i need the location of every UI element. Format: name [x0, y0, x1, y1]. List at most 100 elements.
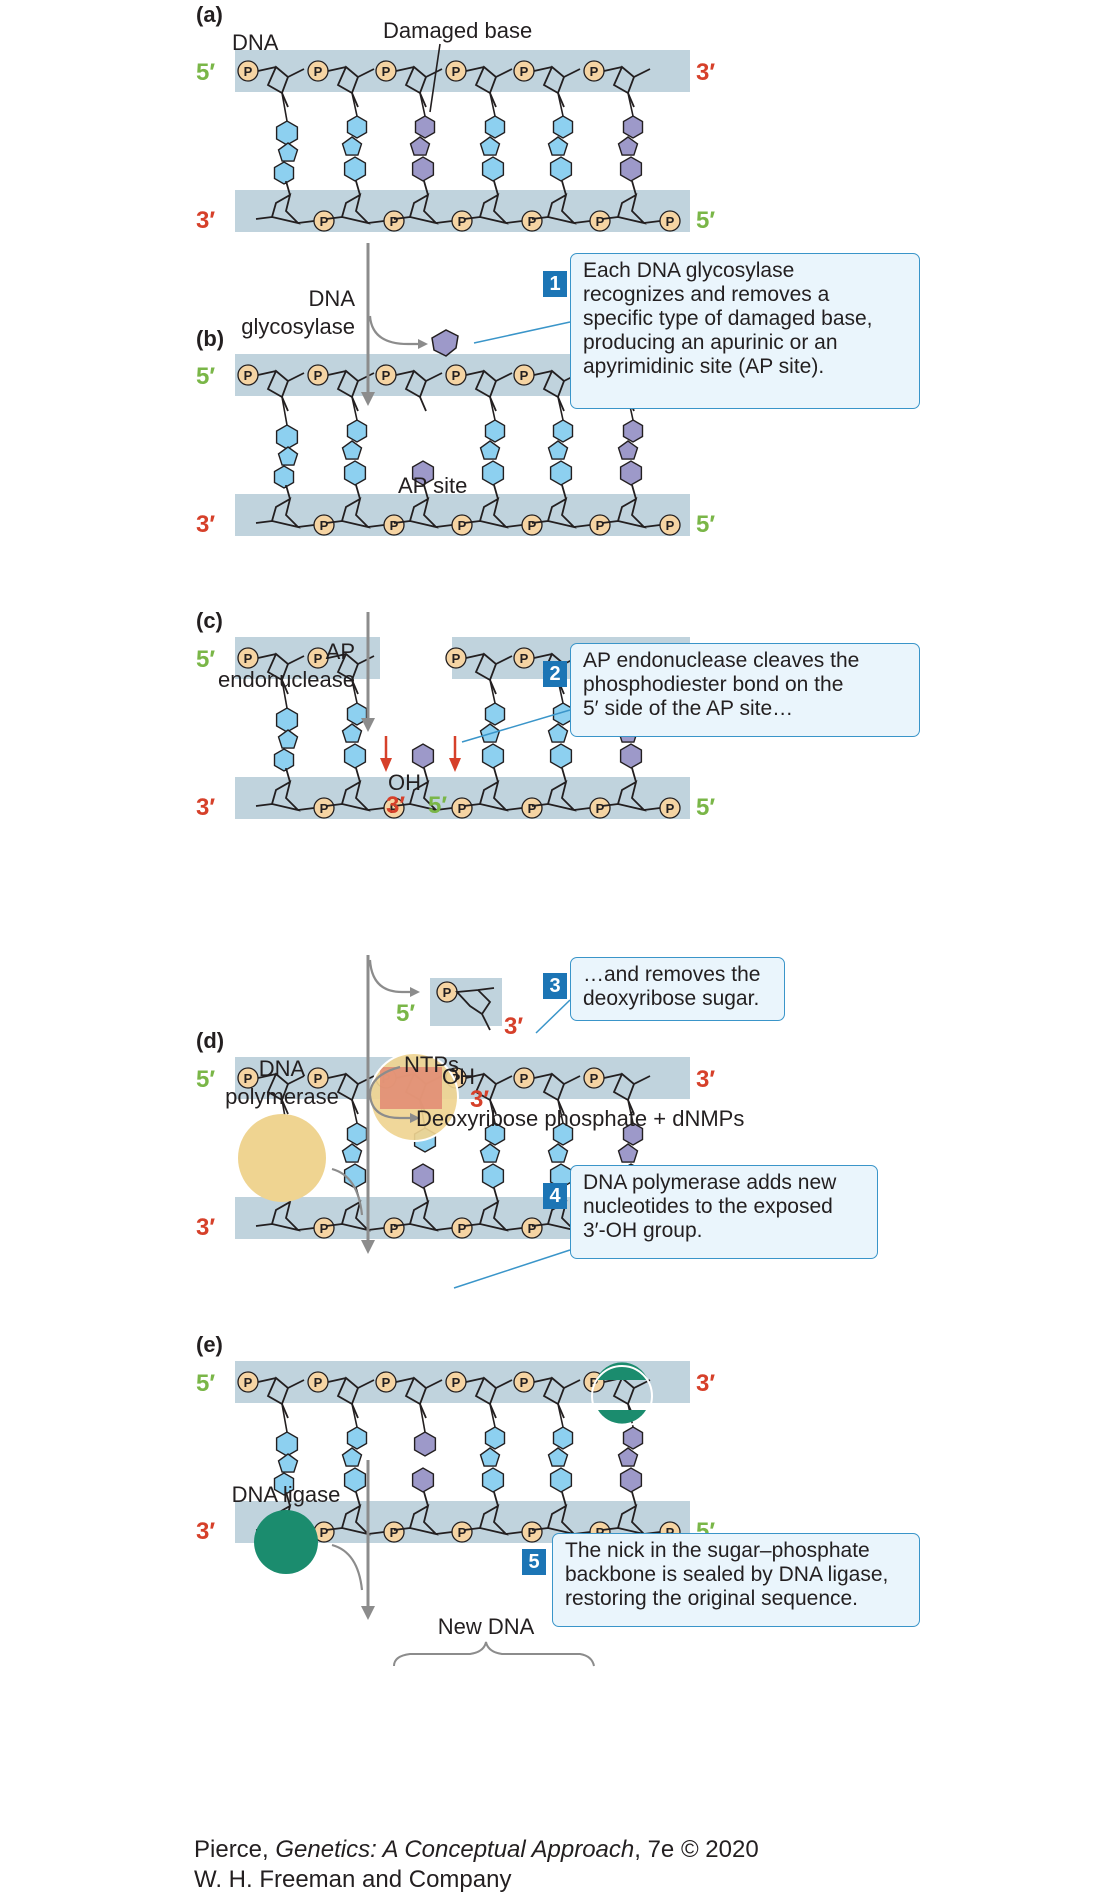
- phosphate-label: P: [520, 651, 529, 666]
- panel-label-e: (e): [196, 1332, 223, 1357]
- purine-base-top-ring: [547, 1143, 569, 1163]
- purine-base-top-ring: [409, 136, 431, 156]
- ntps-in-arrow: [368, 1065, 410, 1120]
- five-prime-end-bottom: 5′: [696, 511, 715, 538]
- ligase-outline: [591, 1365, 653, 1427]
- glycosylase-label-line2: glycosylase: [241, 314, 355, 339]
- deoxyribose-sugar: [463, 1187, 523, 1232]
- purine-base-top: [552, 1426, 574, 1450]
- phosphate-label: P: [320, 1525, 329, 1540]
- deoxyribose-sugar: [325, 180, 385, 225]
- ligase-on-dna-bottom: [598, 1410, 646, 1424]
- glycosidic-bond: [489, 396, 496, 421]
- glycosidic-bond: [489, 1403, 496, 1428]
- phosphate-label: P: [528, 801, 537, 816]
- pyrimidine-base-top: [275, 120, 299, 146]
- phosphate-label: P: [452, 1071, 461, 1086]
- three-prime-end-bottom: 3′: [196, 1214, 215, 1241]
- phosphate-label: P: [320, 801, 329, 816]
- phosphate-label: P: [596, 214, 605, 229]
- glycosidic-bond: [557, 396, 564, 421]
- purine-base-top: [552, 115, 574, 139]
- phosphate-label: P: [528, 214, 537, 229]
- dna-label: DNA: [232, 30, 279, 55]
- deoxyribose-sugar: [531, 767, 591, 812]
- purine-base-top: [346, 115, 368, 139]
- diagram-text: 5′3′3′5′5′3′3′5′5′3′3′5′5′3′3′5′5′3′3′5′…: [196, 2, 744, 1639]
- deoxyribose-sugar: [325, 1187, 385, 1232]
- deoxyribose-sugar: [601, 180, 661, 225]
- phosphate-label: P: [458, 214, 467, 229]
- pyrimidine-base-top: [275, 707, 299, 733]
- glycosidic-bond: [351, 396, 358, 421]
- damaged-base-pointer: [429, 43, 441, 113]
- phosphate-label: P: [528, 518, 537, 533]
- phosphate-label: P: [520, 1375, 529, 1390]
- pyrimidine-base-top: [413, 1431, 437, 1457]
- step-2-callout: AP endonuclease cleaves the phosphodiest…: [570, 643, 920, 737]
- three-prime-end-top: 3′: [696, 1370, 715, 1397]
- step-2-text-line: AP endonuclease cleaves the: [583, 649, 860, 672]
- glycosidic-bond: [557, 1403, 564, 1428]
- step-1-text-line: specific type of damaged base,: [583, 307, 873, 330]
- nick-five-prime-end: 5′: [428, 792, 447, 819]
- panel-label-b: (b): [196, 326, 224, 351]
- ligase-join-arrow: [331, 1543, 364, 1591]
- step-4-text-line: nucleotides to the exposed: [583, 1195, 833, 1218]
- step-1-callout: Each DNA glycosylase recognizes and remo…: [570, 253, 920, 409]
- phosphate-label: P: [390, 518, 399, 533]
- phosphate-label: P: [528, 1221, 537, 1236]
- step-1-text-line: recognizes and removes a: [583, 283, 830, 306]
- phosphate-label: P: [666, 518, 675, 533]
- three-prime-end-bottom: 3′: [196, 794, 215, 821]
- pyrimidine-base-bottom: [481, 1467, 505, 1493]
- glycosidic-bond: [351, 1403, 358, 1428]
- ligase-label: DNA ligase: [232, 1482, 341, 1507]
- step-1-text-line: producing an apurinic or an: [583, 331, 838, 354]
- glycosidic-bond: [351, 92, 358, 117]
- phosphate-label: P: [390, 1525, 399, 1540]
- deoxyribose-sugar: [393, 767, 453, 812]
- pyrimidine-base-bottom: [411, 1467, 435, 1493]
- deoxyribose-sugar: [463, 180, 523, 225]
- step-4-text-line: 3′-OH group.: [583, 1219, 703, 1242]
- purine-base-top: [484, 702, 506, 726]
- pyrimidine-base-bottom: [481, 1163, 505, 1189]
- phosphate-label: P: [314, 64, 323, 79]
- branch-arrowhead-sugar: [410, 987, 420, 997]
- arrowhead-a-b: [361, 392, 375, 406]
- glycosidic-bond: [627, 1099, 634, 1124]
- phosphate-label: P: [314, 1375, 323, 1390]
- purine-base-top-ring: [617, 1447, 639, 1467]
- polymerase-three-prime-end: 3′: [470, 1086, 489, 1113]
- step-5-callout: The nick in the sugar–phosphate backbone…: [552, 1533, 920, 1627]
- deoxyribose-sugar: [255, 180, 315, 225]
- phosphate-label: P: [520, 368, 529, 383]
- pyrimidine-base-bottom: [411, 743, 435, 769]
- pyrimidine-base-bottom: [343, 743, 367, 769]
- phosphate-label: P: [382, 368, 391, 383]
- five-prime-end-top: 5′: [196, 646, 215, 673]
- five-prime-end-bottom: 5′: [696, 207, 715, 234]
- leader-step-4: [453, 1249, 571, 1289]
- phosphate-label: P: [452, 64, 461, 79]
- purine-base-top: [484, 1122, 506, 1146]
- purine-base-top-ring: [479, 1447, 501, 1467]
- three-prime-end-bottom: 3′: [196, 511, 215, 538]
- purine-base-top: [484, 115, 506, 139]
- five-prime-end-top: 5′: [196, 59, 215, 86]
- products-label: Deoxyribose phosphate + dNMPs: [416, 1106, 744, 1131]
- process-flow: P: [238, 243, 595, 1667]
- pyrimidine-base-bottom: [343, 460, 367, 486]
- phosphate-label: P: [528, 1525, 537, 1540]
- purine-base-top: [484, 1426, 506, 1450]
- glycosidic-bond: [281, 679, 288, 709]
- purine-base-top: [346, 419, 368, 443]
- phosphate-label: P: [590, 64, 599, 79]
- phosphate-label: P: [666, 801, 675, 816]
- endonuclease-label-line1: AP: [326, 639, 355, 664]
- oh-label: OH: [388, 770, 421, 795]
- purine-base-top-ring: [479, 440, 501, 460]
- step-1-text-line: apyrimidinic site (AP site).: [583, 355, 825, 378]
